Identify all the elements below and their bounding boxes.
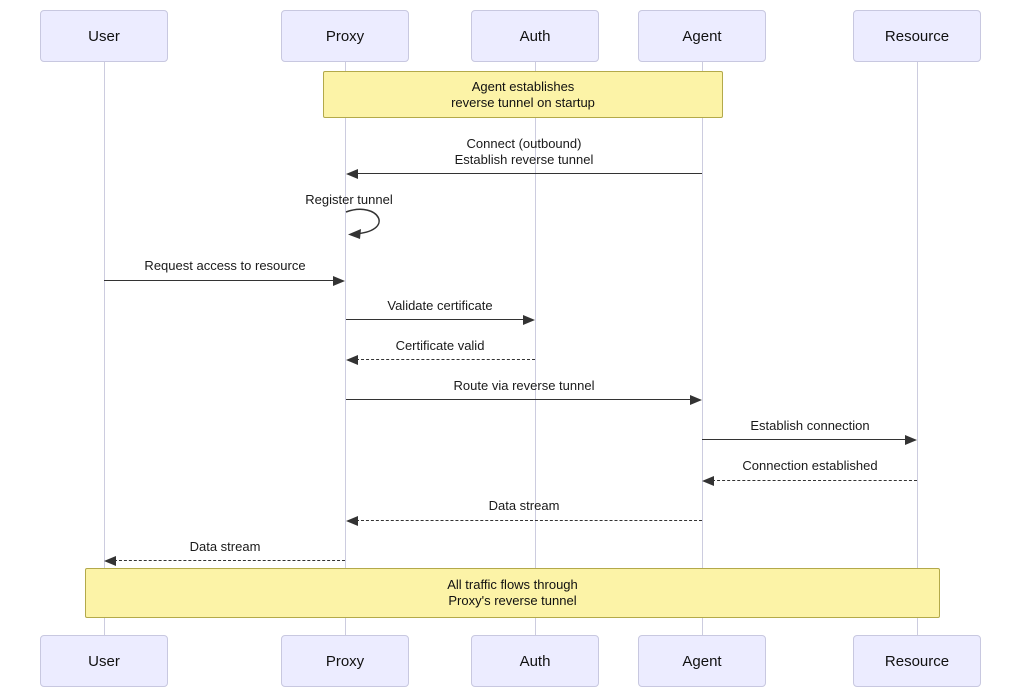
actor-top-auth: Auth [471, 10, 599, 62]
actor-label: Agent [682, 27, 722, 45]
actor-label: Proxy [325, 652, 365, 670]
arrow-data-stream-agent-proxy [356, 520, 702, 521]
actor-bottom-proxy: Proxy [281, 635, 409, 687]
arrow-data-stream-proxy-user [114, 560, 345, 561]
arrowhead-right-icon [523, 315, 535, 325]
actor-top-proxy: Proxy [281, 10, 409, 62]
message-label-request-access: Request access to resource [144, 258, 305, 274]
lifeline-user [104, 62, 105, 635]
note-line: All traffic flows through [447, 577, 578, 592]
actor-label: Resource [884, 652, 950, 670]
lifeline-resource [917, 62, 918, 635]
message-line: Connection established [742, 458, 878, 473]
message-line: Route via reverse tunnel [453, 378, 595, 393]
message-label-data-stream-proxy-user: Data stream [190, 539, 261, 555]
message-line: Validate certificate [387, 298, 493, 313]
actor-top-agent: Agent [638, 10, 766, 62]
actor-bottom-user: User [40, 635, 168, 687]
message-line: Connect (outbound) [466, 136, 582, 151]
arrow-connection-established [712, 480, 917, 481]
arrow-route-via-tunnel [346, 399, 692, 400]
note-reverse-tunnel-startup: Agent establishes reverse tunnel on star… [323, 71, 723, 118]
actor-bottom-agent: Agent [638, 635, 766, 687]
lifeline-auth [535, 62, 536, 635]
note-line: Proxy's reverse tunnel [448, 593, 577, 608]
message-label-establish-connection: Establish connection [750, 418, 869, 434]
actor-bottom-resource: Resource [853, 635, 981, 687]
note-line: reverse tunnel on startup [451, 94, 595, 110]
arrowhead-right-icon [905, 435, 917, 445]
message-line: Establish connection [750, 418, 870, 433]
actor-top-user: User [40, 10, 168, 62]
actor-label: Auth [519, 27, 551, 45]
arrow-validate-certificate [346, 319, 525, 320]
arrowhead-left-icon [702, 476, 714, 486]
note-all-traffic-through-proxy: All traffic flows through Proxy's revers… [85, 568, 940, 618]
message-line: Data stream [488, 498, 560, 513]
arrow-certificate-valid [356, 359, 535, 360]
actor-label: Auth [519, 652, 551, 670]
message-label-connection-established: Connection established [742, 458, 877, 474]
arrowhead-right-icon [333, 276, 345, 286]
message-label-route-via-tunnel: Route via reverse tunnel [454, 378, 595, 394]
message-line: Register tunnel [305, 192, 393, 207]
arrowhead-left-icon [346, 355, 358, 365]
note-line: Agent establishes [471, 78, 575, 94]
actor-label: Agent [682, 652, 722, 670]
arrowhead-right-icon [690, 395, 702, 405]
arrowhead-left-icon [346, 516, 358, 526]
arrow-connect-outbound [356, 173, 702, 174]
actor-label: Resource [884, 27, 950, 45]
arrowhead-left-icon [346, 169, 358, 179]
actor-label: Proxy [325, 27, 365, 45]
message-label-register-tunnel: Register tunnel [305, 192, 392, 208]
arrow-request-access [104, 280, 335, 281]
actor-bottom-auth: Auth [471, 635, 599, 687]
actor-label: User [88, 652, 120, 670]
lifeline-agent [702, 62, 703, 635]
lifeline-proxy [345, 62, 346, 635]
arrowhead-left-icon [104, 556, 116, 566]
arrow-establish-connection [702, 439, 907, 440]
message-line: Data stream [189, 539, 261, 554]
message-label-validate-certificate: Validate certificate [387, 298, 492, 314]
actor-top-resource: Resource [853, 10, 981, 62]
message-line: Request access to resource [144, 258, 306, 273]
actor-label: User [88, 27, 120, 45]
message-line: Certificate valid [395, 338, 485, 353]
message-label-certificate-valid: Certificate valid [396, 338, 485, 354]
message-line: Establish reverse tunnel [454, 152, 594, 167]
message-label-connect-outbound: Connect (outbound) Establish reverse tun… [455, 136, 594, 168]
self-message-loop-icon [345, 208, 380, 239]
message-label-data-stream-agent-proxy: Data stream [489, 498, 560, 514]
